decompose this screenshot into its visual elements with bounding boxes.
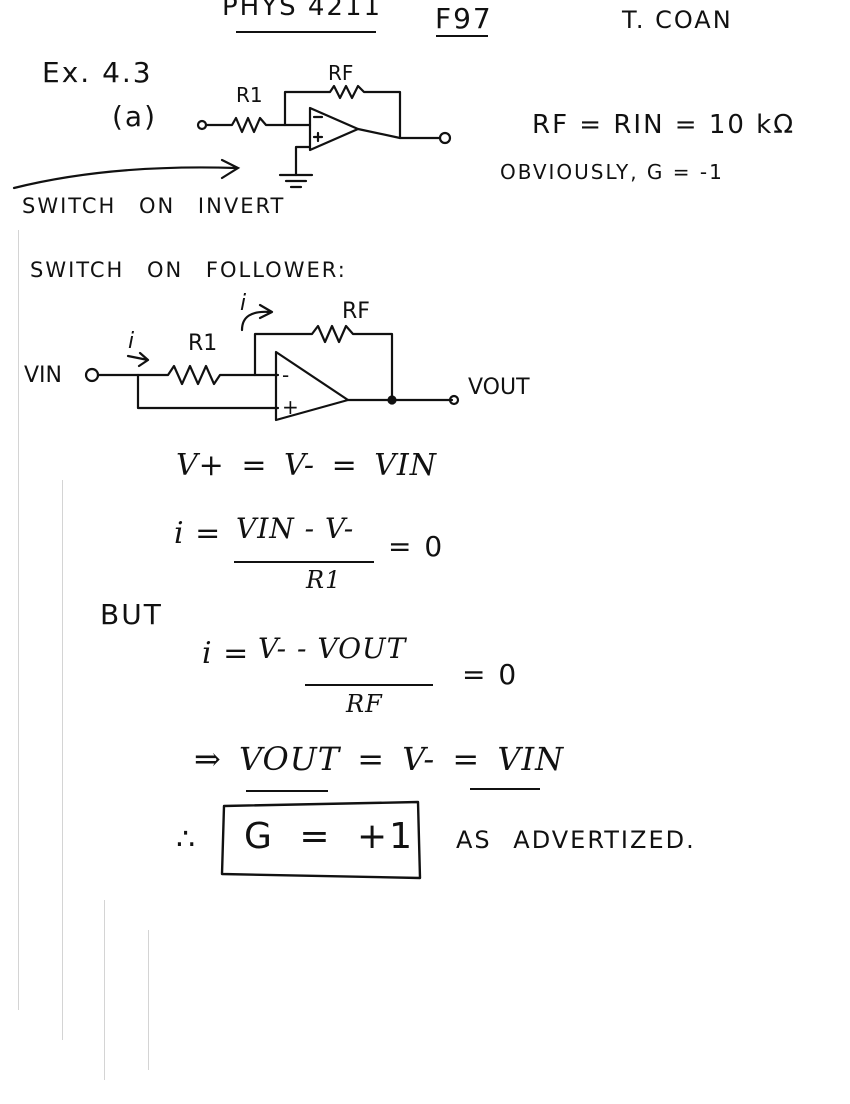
minus-input-label: - xyxy=(282,363,289,387)
inverting-amplifier-circuit: R1 RF xyxy=(196,61,452,189)
part-label: (a) xyxy=(112,100,158,133)
course-underline xyxy=(236,31,376,33)
eq3-denominator: RF xyxy=(346,690,383,718)
vout-underline xyxy=(246,790,328,792)
eq3-rhs: = 0 xyxy=(462,658,519,691)
current-label-top: i xyxy=(240,291,246,316)
r1-label: R1 xyxy=(188,331,217,356)
vin-terminal xyxy=(84,367,100,383)
term: F97 xyxy=(435,2,493,35)
advertised-note: AS ADVERTIZED. xyxy=(456,826,696,854)
eq2-numerator: VIN - V- xyxy=(236,512,355,545)
eq3-fraction-bar xyxy=(305,684,433,686)
term-underline xyxy=(436,35,488,37)
vin-label: VIN xyxy=(24,363,62,388)
scan-noise xyxy=(104,900,105,1080)
scan-noise xyxy=(62,480,63,1040)
rf-label: RF xyxy=(328,61,353,85)
switch-invert-note: SWITCH ON INVERT xyxy=(22,194,286,218)
follower-circuit: VIN i R1 i RF - + VOUT xyxy=(24,291,530,422)
equation-vout: ⇒ VOUT = V- = VIN xyxy=(194,740,565,778)
follower-heading: SWITCH ON FOLLOWER: xyxy=(30,258,347,282)
input-terminal xyxy=(196,119,208,131)
arrow-icon xyxy=(12,158,241,190)
scan-noise xyxy=(18,230,19,1010)
result-box xyxy=(220,800,422,880)
therefore-symbol: ∴ xyxy=(176,822,198,857)
course-number: PHYS 4211 xyxy=(222,0,383,22)
eq2-denominator: R1 xyxy=(306,566,342,594)
rf-label: RF xyxy=(342,299,370,324)
r1-label: R1 xyxy=(236,83,263,107)
eq2-rhs: = 0 xyxy=(388,530,445,563)
but-label: BUT xyxy=(100,598,163,631)
obvious-gain: OBVIOUSLY, G = -1 xyxy=(500,160,724,184)
example-label: Ex. 4.3 xyxy=(42,56,153,89)
author: T. COAN xyxy=(622,6,733,34)
output-terminal xyxy=(438,131,452,145)
current-label-left: i xyxy=(128,329,134,354)
resistance-relation: RF = RIN = 10 kΩ xyxy=(532,110,796,140)
eq2-lhs: i = xyxy=(174,516,222,551)
plus-input-label: + xyxy=(282,395,299,419)
eq3-lhs: i = xyxy=(202,636,250,671)
output-node xyxy=(387,395,397,405)
gain-result: G = +1 xyxy=(244,816,415,857)
vout-terminal xyxy=(448,394,460,406)
eq2-fraction-bar xyxy=(234,561,374,563)
eq3-numerator: V- - VOUT xyxy=(258,632,407,665)
vin-underline xyxy=(470,788,540,790)
vout-label: VOUT xyxy=(468,375,530,400)
equation-node-voltages: V+ = V- = VIN xyxy=(176,448,438,483)
scan-noise xyxy=(148,930,149,1070)
